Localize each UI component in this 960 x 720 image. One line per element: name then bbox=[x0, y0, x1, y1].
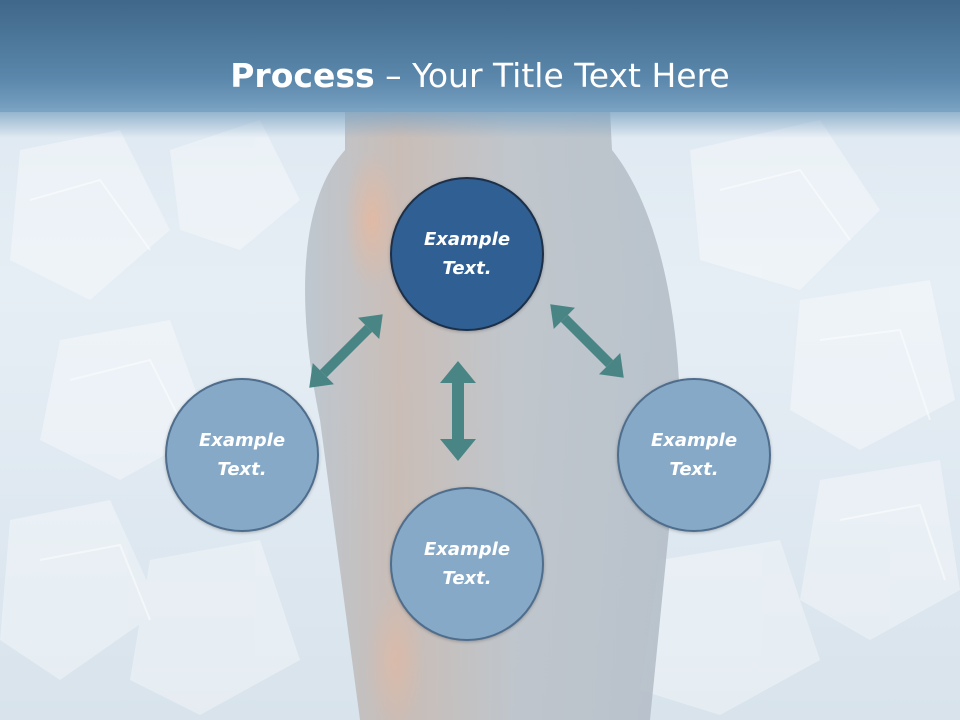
double-arrow-left-top bbox=[309, 314, 383, 388]
title-bar bbox=[0, 0, 960, 112]
process-node-top: Example Text. bbox=[390, 177, 544, 331]
process-node-bottom: Example Text. bbox=[390, 487, 544, 641]
slide-title-rest: – Your Title Text Here bbox=[374, 56, 730, 95]
slide-title: Process – Your Title Text Here bbox=[0, 54, 960, 98]
process-node-left-label: Example Text. bbox=[198, 430, 286, 480]
process-node-left: Example Text. bbox=[165, 378, 319, 532]
process-node-bottom-label: Example Text. bbox=[423, 539, 511, 589]
process-node-right-label: Example Text. bbox=[650, 430, 738, 480]
slide-title-bold: Process bbox=[230, 56, 375, 95]
title-bar-fade bbox=[0, 108, 960, 138]
process-node-right: Example Text. bbox=[617, 378, 771, 532]
double-arrow-right-top bbox=[550, 304, 624, 378]
double-arrow-vertical bbox=[440, 361, 476, 461]
process-node-top-label: Example Text. bbox=[423, 229, 511, 279]
